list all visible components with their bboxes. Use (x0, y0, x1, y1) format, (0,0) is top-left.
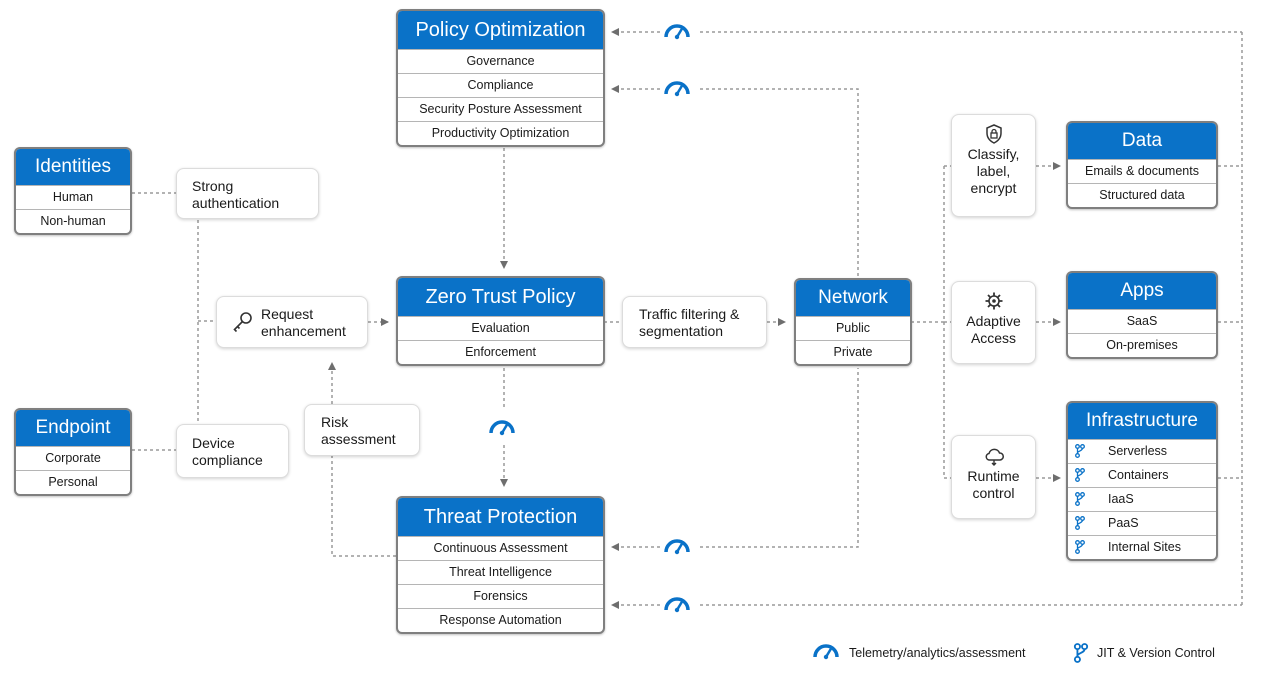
node-item: Personal (16, 470, 130, 494)
step-label: control (972, 485, 1015, 501)
request-enhancement-step: Request enhancement (216, 296, 368, 348)
step-label: label, (976, 163, 1011, 179)
adaptive-access-step: Adaptive Access (951, 281, 1036, 364)
node-title: Threat Protection (398, 498, 603, 536)
node-item-label: IaaS (1108, 492, 1134, 506)
data-node: Data Emails & documents Structured data (1066, 121, 1218, 209)
node-item: Forensics (398, 584, 603, 608)
node-title: Identities (16, 149, 130, 185)
node-item: Security Posture Assessment (398, 97, 603, 121)
node-item-label: Serverless (1108, 444, 1168, 458)
node-title: Infrastructure (1068, 403, 1216, 439)
gauge-icon (664, 539, 690, 555)
node-item: Enforcement (398, 340, 603, 364)
zero-trust-policy-node: Zero Trust Policy Evaluation Enforcement (396, 276, 605, 366)
node-item: Internal Sites (1068, 535, 1216, 559)
step-label: Strong (192, 178, 234, 194)
node-item: Compliance (398, 73, 603, 97)
legend-jit: JIT & Version Control (1073, 643, 1215, 663)
node-title: Zero Trust Policy (398, 278, 603, 316)
step-label: authentication (192, 195, 280, 211)
step-label: Adaptive (966, 313, 1021, 329)
step-label: Access (970, 330, 1017, 346)
step-label: Traffic filtering & (639, 306, 740, 322)
step-label: Classify, (967, 146, 1020, 162)
risk-assessment-step: Risk assessment (304, 404, 420, 456)
node-title: Network (796, 280, 910, 316)
runtime-control-step: Runtime control (951, 435, 1036, 519)
infrastructure-node: Infrastructure Serverless Containers Iaa… (1066, 401, 1218, 561)
step-label: Risk (321, 414, 349, 430)
node-title: Policy Optimization (398, 11, 603, 49)
step-label: segmentation (639, 323, 724, 339)
node-item: Evaluation (398, 316, 603, 340)
step-label: compliance (192, 452, 263, 468)
node-item: Private (796, 340, 910, 364)
traffic-filtering-step: Traffic filtering & segmentation (622, 296, 767, 348)
cloud-icon (985, 448, 1004, 466)
legend-telemetry: Telemetry/analytics/assessment (812, 644, 1026, 661)
node-item: Serverless (1068, 439, 1216, 463)
node-item: Human (16, 185, 130, 209)
node-item: Non-human (16, 209, 130, 233)
apps-node: Apps SaaS On-premises (1066, 271, 1218, 359)
legend-label: JIT & Version Control (1097, 646, 1215, 660)
endpoint-node: Endpoint Corporate Personal (14, 408, 132, 496)
strong-authentication-step: Strong authentication (176, 168, 319, 219)
branch-icon (1075, 468, 1085, 482)
node-title: Apps (1068, 273, 1216, 309)
step-label: Device (192, 435, 235, 451)
node-item: Corporate (16, 446, 130, 470)
node-item: IaaS (1068, 487, 1216, 511)
node-item-label: Internal Sites (1108, 540, 1181, 554)
key-icon (233, 312, 252, 333)
device-compliance-step: Device compliance (176, 424, 289, 478)
step-label: assessment (321, 431, 396, 447)
node-item: Emails & documents (1068, 159, 1216, 183)
node-item: Structured data (1068, 183, 1216, 207)
branch-icon (1075, 444, 1085, 458)
node-item: Productivity Optimization (398, 121, 603, 145)
node-title: Endpoint (16, 410, 130, 446)
branch-icon (1073, 643, 1089, 663)
node-item: Response Automation (398, 608, 603, 632)
shield-icon (985, 124, 1002, 144)
legend-label: Telemetry/analytics/assessment (849, 646, 1026, 660)
node-item: Public (796, 316, 910, 340)
node-item: Containers (1068, 463, 1216, 487)
node-item: Governance (398, 49, 603, 73)
gear-icon (985, 292, 1002, 310)
step-label: Request (261, 306, 314, 322)
branch-icon (1075, 540, 1085, 554)
threat-protection-node: Threat Protection Continuous Assessment … (396, 496, 605, 634)
classify-label-encrypt-step: Classify, label, encrypt (951, 114, 1036, 217)
gauge-icon (664, 81, 690, 97)
node-title: Data (1068, 123, 1216, 159)
step-label: enhancement (261, 323, 346, 339)
step-label: encrypt (970, 180, 1017, 196)
branch-icon (1075, 492, 1085, 506)
gauge-icon (813, 644, 839, 660)
node-item-label: Containers (1108, 468, 1169, 482)
network-node: Network Public Private (794, 278, 912, 366)
node-item: Threat Intelligence (398, 560, 603, 584)
node-item: Continuous Assessment (398, 536, 603, 560)
node-item: On-premises (1068, 333, 1216, 357)
identities-node: Identities Human Non-human (14, 147, 132, 235)
gauge-icon (664, 24, 690, 40)
step-label: Runtime (967, 468, 1020, 484)
policy-optimization-node: Policy Optimization Governance Complianc… (396, 9, 605, 147)
node-item: SaaS (1068, 309, 1216, 333)
branch-icon (1075, 516, 1085, 530)
node-item: PaaS (1068, 511, 1216, 535)
gauge-icon (489, 420, 515, 436)
gauge-icon (664, 597, 690, 613)
node-item-label: PaaS (1108, 516, 1139, 530)
